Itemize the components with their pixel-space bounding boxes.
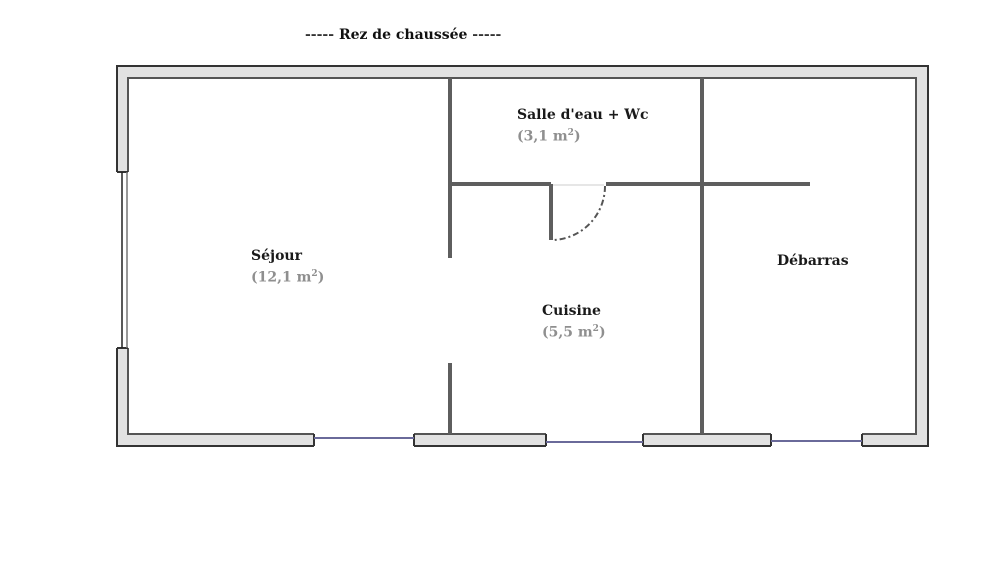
title-suffix: -----	[472, 27, 502, 43]
area-exponent: 2	[311, 269, 318, 279]
exterior-walls	[116, 65, 929, 447]
title-prefix: -----	[305, 27, 335, 43]
area-exponent: 2	[567, 128, 574, 138]
title-text: Rez de chaussée	[338, 27, 468, 43]
room-debarras-label: Débarras	[777, 253, 849, 269]
windows	[121, 172, 862, 443]
room-sejour-label: Séjour	[251, 248, 302, 264]
floor-title: ----- Rez de chaussée -----	[305, 27, 501, 43]
room-cuisine-area: (5,5 m2)	[542, 324, 606, 341]
area-value: (3,1 m	[517, 128, 568, 145]
area-close: )	[598, 324, 606, 341]
area-value: (5,5 m	[542, 324, 593, 341]
bathroom-door	[552, 184, 606, 241]
area-close: )	[317, 269, 325, 286]
window-left	[121, 172, 128, 348]
room-cuisine-label: Cuisine	[542, 303, 601, 319]
room-sejour-area: (12,1 m2)	[251, 269, 324, 286]
room-salle-deau-area: (3,1 m2)	[517, 128, 581, 145]
interior-walls	[448, 78, 810, 434]
area-value: (12,1 m	[251, 269, 312, 286]
room-salle-deau-label: Salle d'eau + Wc	[517, 107, 649, 123]
area-exponent: 2	[592, 324, 599, 334]
area-close: )	[573, 128, 581, 145]
